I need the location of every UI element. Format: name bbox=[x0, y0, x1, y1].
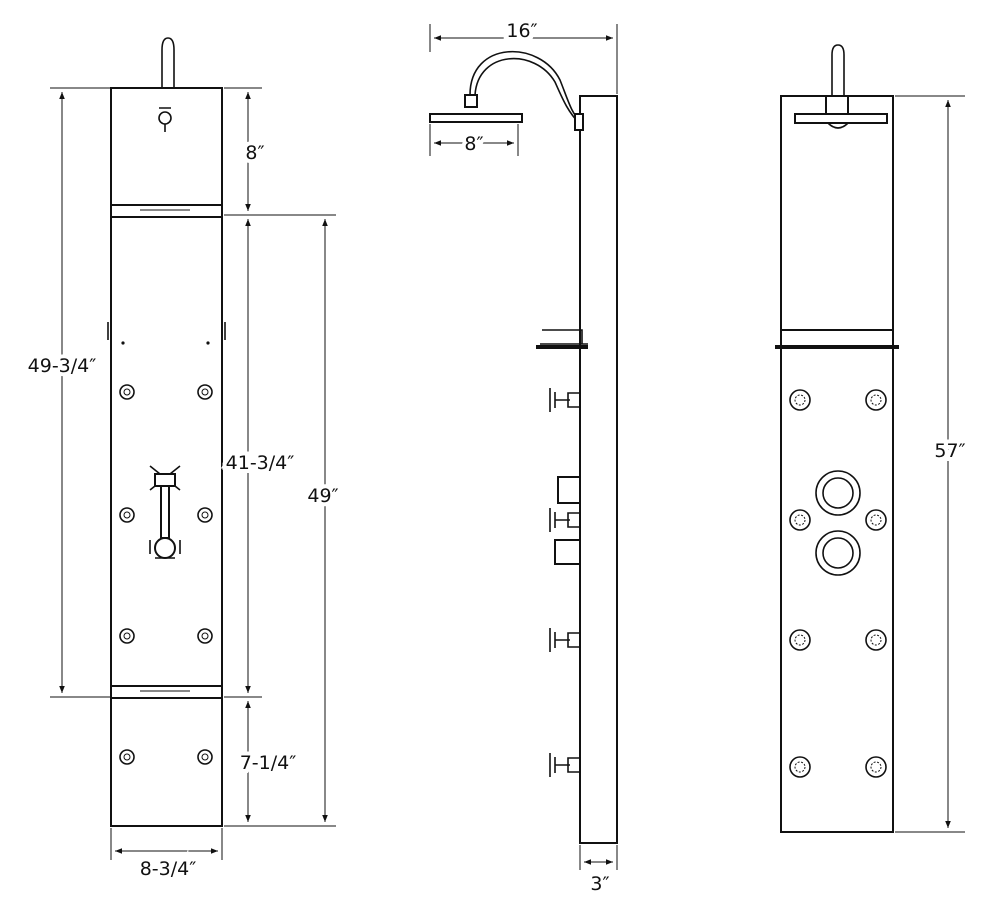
middle-section-label: 41-3/4″ bbox=[226, 452, 295, 474]
side-shelf bbox=[540, 329, 588, 345]
spout bbox=[161, 37, 175, 88]
bottom-section-label: 7-1/4″ bbox=[240, 752, 297, 774]
lower-height-label: 49″ bbox=[307, 485, 338, 507]
detail-spout bbox=[831, 44, 845, 96]
depth-label: 3″ bbox=[590, 873, 609, 895]
detail-shelf bbox=[780, 329, 894, 347]
front-view: 49-3/4″ 8″ 41-3/4″ 7-1/4″ 49″ 8-3/4″ bbox=[24, 37, 343, 884]
front-panel bbox=[110, 87, 223, 827]
top-shelf bbox=[110, 204, 223, 218]
detail-shower-head bbox=[794, 113, 888, 124]
detail-body-jets bbox=[789, 389, 887, 778]
head-width-label: 8″ bbox=[464, 133, 483, 155]
bottom-shelf bbox=[110, 685, 223, 699]
body-jets bbox=[119, 384, 213, 765]
total-height-label: 49-3/4″ bbox=[28, 355, 97, 377]
shower-head bbox=[429, 113, 523, 123]
shower-arm bbox=[469, 50, 581, 121]
arm-reach-label: 16″ bbox=[506, 20, 537, 42]
mixing-valve bbox=[149, 465, 181, 559]
front-detail-panel bbox=[780, 95, 894, 833]
side-jets bbox=[549, 388, 581, 777]
front-detail-view: 57″ bbox=[775, 44, 970, 833]
side-panel bbox=[579, 95, 618, 844]
overall-height-label: 57″ bbox=[934, 440, 965, 462]
width-label: 8-3/4″ bbox=[140, 858, 197, 880]
side-view: 16″ 8″ 3″ bbox=[429, 15, 618, 895]
top-section-label: 8″ bbox=[245, 142, 264, 164]
control-knobs bbox=[815, 470, 861, 576]
